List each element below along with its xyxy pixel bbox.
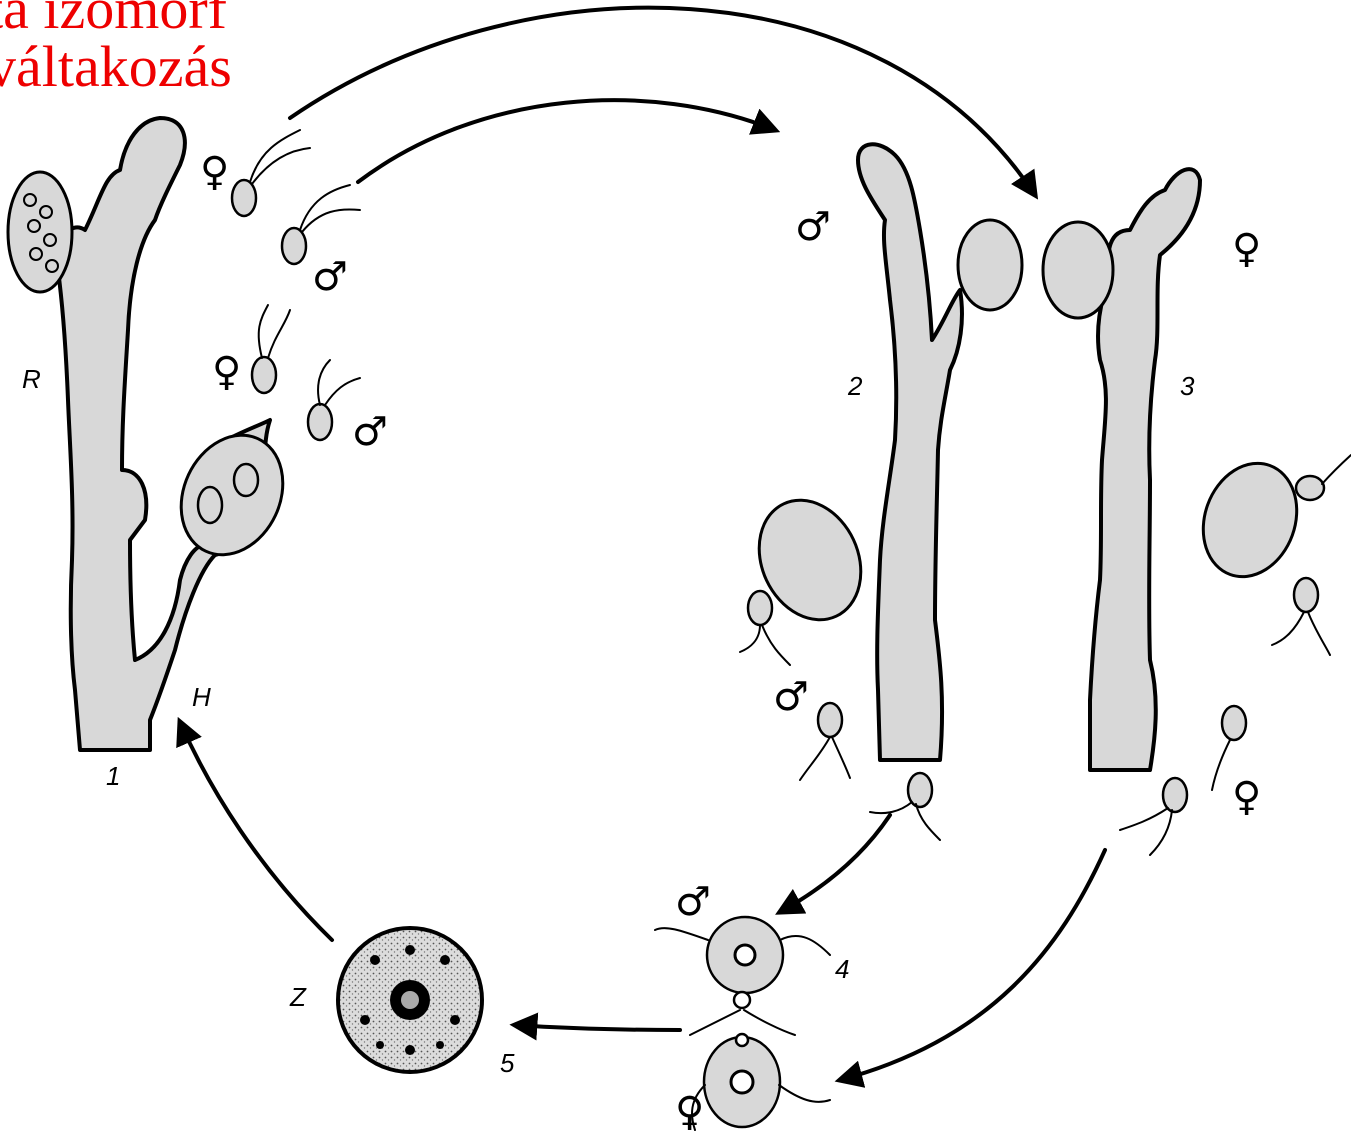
zoospore xyxy=(282,185,360,264)
male-symbol: ♂ xyxy=(675,879,711,925)
male-symbol: ♂ xyxy=(352,409,388,455)
label-stage-1: 1 xyxy=(106,761,120,791)
male-symbol: ♂ xyxy=(795,204,831,250)
label-H: H xyxy=(192,682,211,712)
arrow-to-stage1 xyxy=(180,722,332,940)
label-R: R xyxy=(22,364,41,394)
arrow-to-zygote xyxy=(515,1025,680,1030)
label-Z: Z xyxy=(289,982,307,1012)
label-stage-3: 3 xyxy=(1180,371,1195,401)
thallus-2-stem xyxy=(858,144,962,760)
arrow-to-fusion-right xyxy=(840,850,1105,1080)
gamete xyxy=(1272,578,1330,655)
male-symbol: ♂ xyxy=(773,674,809,720)
thallus-1 xyxy=(8,118,302,750)
arrow-to-fusion-left xyxy=(780,815,890,912)
thallus-1-zoosporangium xyxy=(162,419,301,572)
female-symbol: ♀ xyxy=(675,1089,704,1131)
zygote xyxy=(338,928,482,1072)
thallus-3 xyxy=(1043,169,1312,770)
female-symbol: ♀ xyxy=(212,349,241,395)
label-stage-5: 5 xyxy=(500,1048,515,1078)
female-symbol: ♀ xyxy=(200,149,229,195)
zoospore xyxy=(232,130,310,216)
thallus-2-antheridium xyxy=(958,220,1022,310)
thallus-2 xyxy=(740,144,1022,760)
label-stage-2: 2 xyxy=(847,371,863,401)
thallus-3-zoosporangium xyxy=(1188,450,1312,590)
male-symbol: ♂ xyxy=(312,254,348,300)
arrow-inner-top xyxy=(358,100,775,182)
thallus-1-sporangium xyxy=(8,172,72,292)
zoospore xyxy=(252,305,290,393)
female-symbol: ♀ xyxy=(1232,774,1261,820)
label-stage-4: 4 xyxy=(835,954,849,984)
gamete xyxy=(1296,455,1351,500)
thallus-3-gametangium xyxy=(1043,222,1113,318)
gamete xyxy=(1120,778,1187,855)
cycle-arrows xyxy=(180,8,1105,1080)
female-symbol: ♀ xyxy=(1232,226,1261,272)
swimming-cells xyxy=(232,130,1351,855)
